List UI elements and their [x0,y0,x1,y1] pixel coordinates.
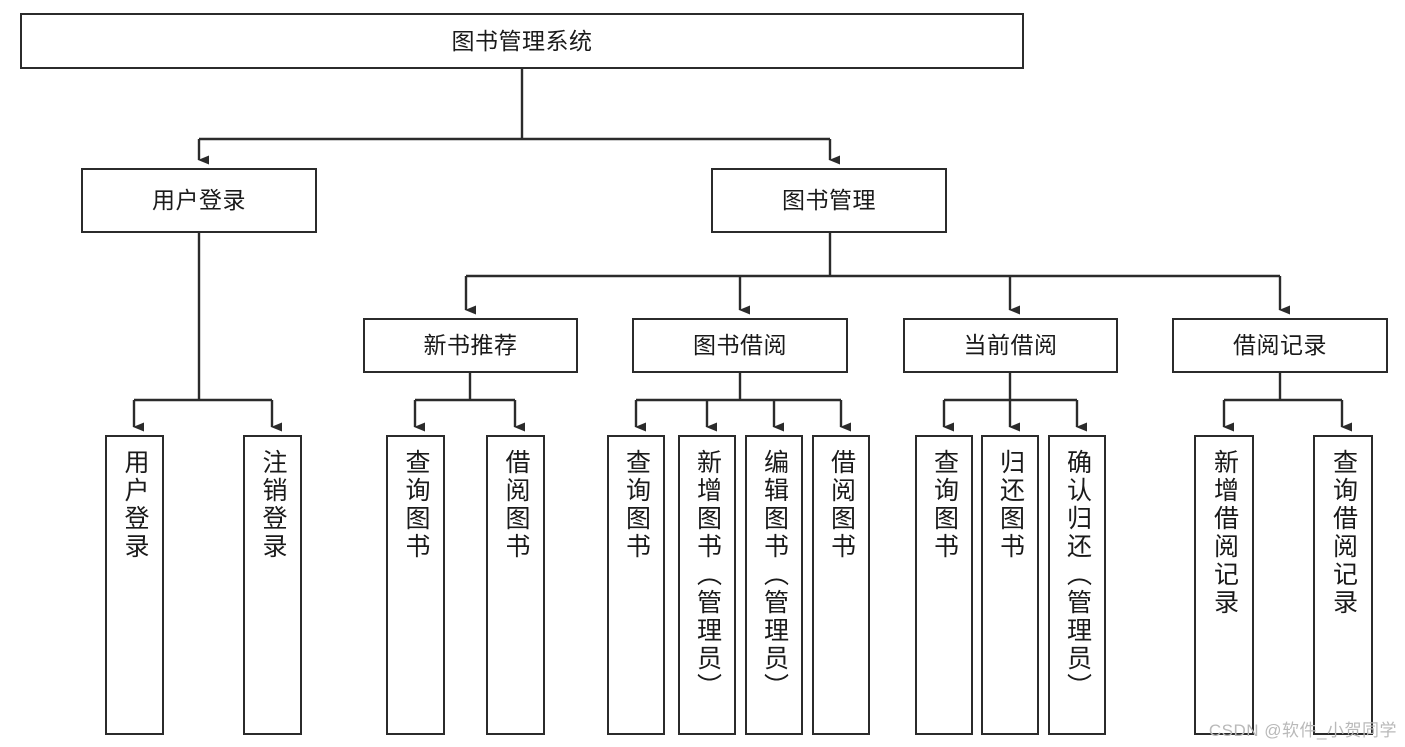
node-leaf-edit-book[interactable]: 编辑图书（管理员） [745,435,803,735]
node-new-book-rec-label: 新书推荐 [423,332,518,359]
node-leaf-query-book-2-label: 查询图书 [622,449,651,561]
node-user-login-label: 用户登录 [152,187,246,214]
node-leaf-user-login-label: 用户登录 [121,449,149,561]
node-leaf-borrow-book-2[interactable]: 借阅图书 [812,435,870,735]
node-borrow-record[interactable]: 借阅记录 [1172,318,1388,373]
node-leaf-query-record[interactable]: 查询借阅记录 [1313,435,1373,735]
node-leaf-add-book[interactable]: 新增图书（管理员） [678,435,736,735]
node-leaf-query-record-label: 查询借阅记录 [1329,449,1358,617]
node-leaf-confirm-return-label: 确认归还（管理员） [1063,449,1092,701]
node-leaf-logout-label: 注销登录 [259,449,287,561]
node-book-manage[interactable]: 图书管理 [711,168,947,233]
node-leaf-query-book-1-label: 查询图书 [402,449,430,561]
node-leaf-query-book-2[interactable]: 查询图书 [607,435,665,735]
node-leaf-borrow-book-2-label: 借阅图书 [827,449,856,561]
node-current-borrow-label: 当前借阅 [963,332,1058,359]
node-leaf-edit-book-label: 编辑图书（管理员） [760,449,789,701]
node-leaf-confirm-return[interactable]: 确认归还（管理员） [1048,435,1106,735]
node-current-borrow[interactable]: 当前借阅 [903,318,1118,373]
node-book-manage-label: 图书管理 [782,187,876,214]
node-leaf-logout[interactable]: 注销登录 [243,435,302,735]
node-user-login[interactable]: 用户登录 [81,168,317,233]
node-leaf-add-record[interactable]: 新增借阅记录 [1194,435,1254,735]
node-borrow-record-label: 借阅记录 [1233,332,1327,359]
node-root[interactable]: 图书管理系统 [20,13,1024,69]
node-leaf-add-book-label: 新增图书（管理员） [693,449,722,701]
node-leaf-user-login[interactable]: 用户登录 [105,435,164,735]
node-root-label: 图书管理系统 [451,27,593,54]
node-book-borrow-label: 图书借阅 [693,332,787,359]
node-leaf-borrow-book-1-label: 借阅图书 [502,449,530,561]
node-leaf-query-book-3[interactable]: 查询图书 [915,435,973,735]
node-leaf-add-record-label: 新增借阅记录 [1210,449,1239,617]
node-book-borrow[interactable]: 图书借阅 [632,318,848,373]
node-leaf-return-book[interactable]: 归还图书 [981,435,1039,735]
node-new-book-rec[interactable]: 新书推荐 [363,318,578,373]
watermark: CSDN @软件_小贺同学 [1208,721,1397,740]
node-leaf-return-book-label: 归还图书 [996,449,1025,561]
node-leaf-borrow-book-1[interactable]: 借阅图书 [486,435,545,735]
node-leaf-query-book-1[interactable]: 查询图书 [386,435,445,735]
node-leaf-query-book-3-label: 查询图书 [930,449,959,561]
